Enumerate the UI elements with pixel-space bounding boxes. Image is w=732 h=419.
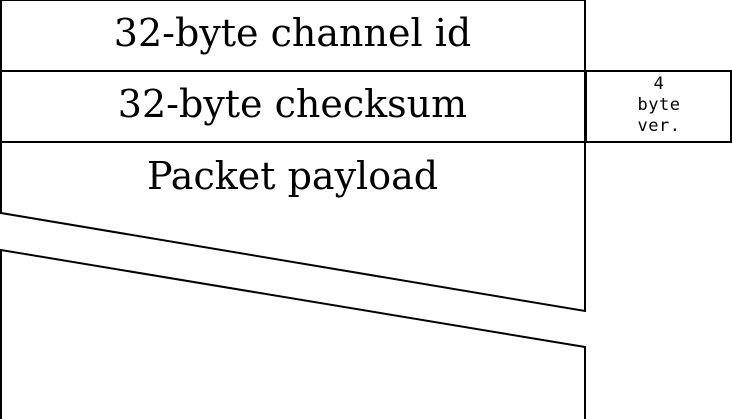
version-size-number: 4: [653, 74, 665, 94]
payload-field-bottom: [0, 248, 586, 419]
version-field: [585, 70, 732, 143]
payload-field-top: [0, 142, 586, 313]
version-size-unit: byte: [637, 95, 681, 115]
channel-id-label: 32-byte channel id: [113, 11, 472, 55]
version-name: ver.: [637, 116, 681, 136]
version-label: 4 byte ver.: [586, 74, 732, 137]
checksum-label: 32-byte checksum: [117, 82, 468, 126]
payload-label: Packet payload: [146, 154, 439, 198]
